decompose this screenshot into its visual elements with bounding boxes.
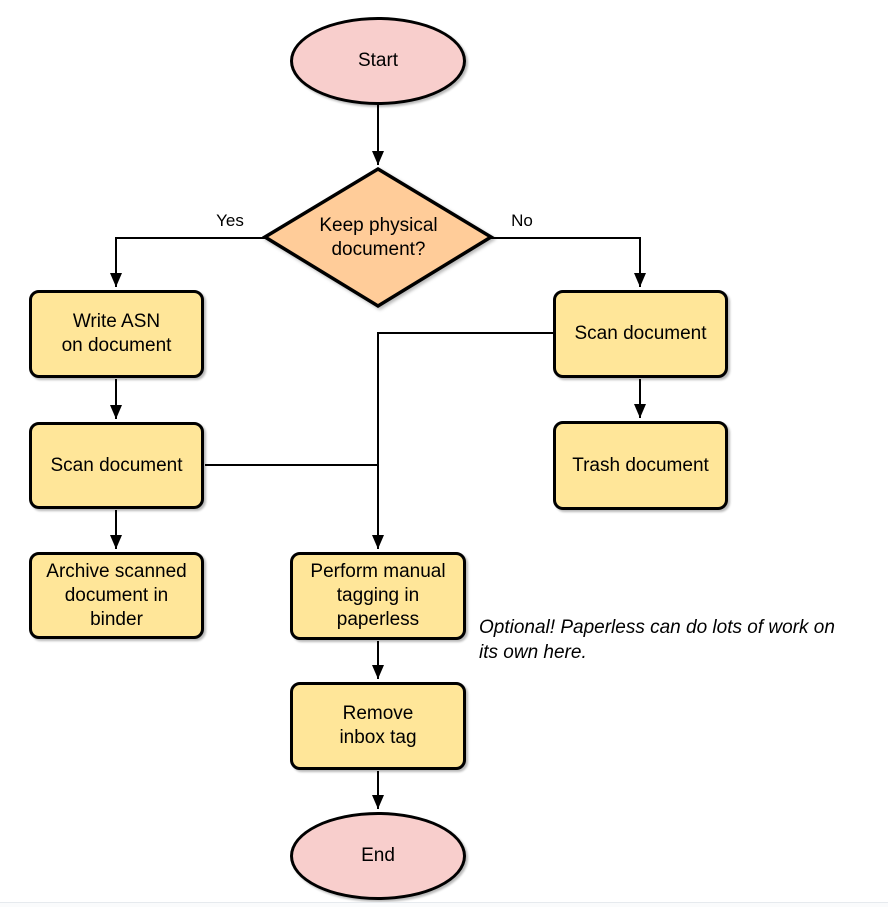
node-trash-document-label: Trash document	[572, 454, 709, 476]
edge-decision-yes	[110, 237, 266, 287]
annotation-note-text: Optional! Paperless can do lots of work …	[479, 617, 835, 663]
node-end-label: End	[361, 845, 395, 866]
node-archive-binder: Archive scanned document in binder	[29, 552, 204, 639]
node-manual-tagging: Perform manual tagging in paperless	[290, 552, 466, 640]
node-scan-document-right-label: Scan document	[574, 323, 707, 344]
node-decision: Keep physical document?	[262, 165, 495, 310]
node-archive-binder-label: Archive scanned document in binder	[46, 560, 187, 630]
page-below-strip	[0, 903, 888, 907]
node-write-asn: Write ASN on document	[29, 290, 204, 378]
node-scan-document-left: Scan document	[29, 422, 204, 509]
node-scan-document-right: Scan document	[553, 290, 728, 378]
edge-label-yes-text: Yes	[216, 211, 244, 230]
node-end: End	[290, 812, 466, 900]
node-start-label: Start	[357, 50, 399, 71]
edge-label-yes: Yes	[200, 211, 260, 231]
node-decision-label: Keep physical document?	[319, 214, 438, 260]
node-remove-inbox-tag-label: Remove inbox tag	[339, 703, 417, 748]
node-start: Start	[290, 17, 466, 105]
diamond-shape	[262, 166, 495, 309]
annotation-note: Optional! Paperless can do lots of work …	[479, 590, 888, 665]
edge-label-no-text: No	[511, 211, 533, 230]
node-trash-document: Trash document	[553, 421, 728, 510]
node-manual-tagging-label: Perform manual tagging in paperless	[310, 561, 446, 630]
page-bottom-border	[0, 902, 888, 903]
node-write-asn-label: Write ASN on document	[61, 311, 172, 356]
node-scan-document-left-label: Scan document	[50, 454, 183, 476]
edge-label-no: No	[492, 211, 552, 231]
edge-decision-no	[490, 237, 646, 287]
node-remove-inbox-tag: Remove inbox tag	[290, 682, 466, 770]
edge-scanright-to-tagging	[372, 332, 553, 549]
